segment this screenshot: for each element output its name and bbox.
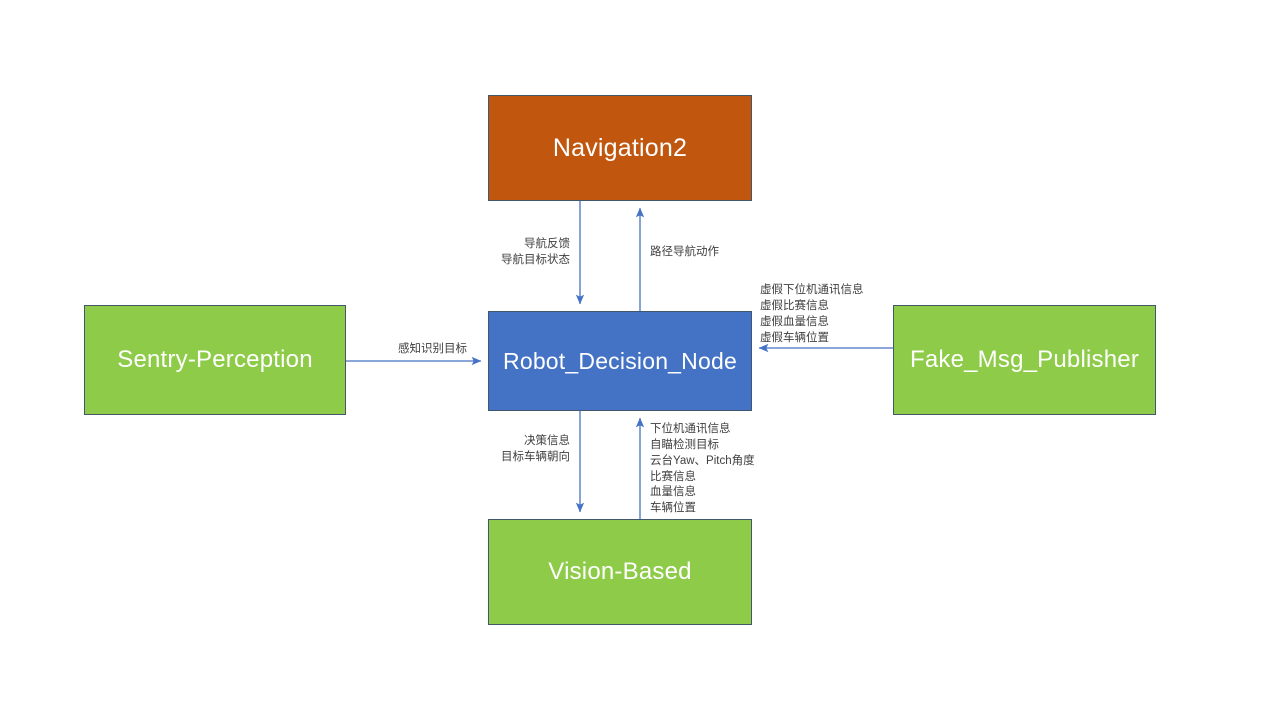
edge-label-nav-to-decision: 导航反馈 导航目标状态	[501, 238, 570, 266]
node-vision-based-label: Vision-Based	[548, 558, 692, 586]
edge-label-fake-to-decision: 虚假下位机通讯信息 虚假比赛信息 虚假血量信息 虚假车辆位置	[760, 284, 864, 344]
node-robot-decision[interactable]: Robot_Decision_Node	[488, 311, 752, 411]
node-sentry-perception-label: Sentry-Perception	[117, 346, 313, 374]
edge-label-perception-to-decision: 感知识别目标	[398, 343, 467, 355]
node-fake-msg-publisher-label: Fake_Msg_Publisher	[909, 346, 1140, 374]
edge-label-decision-to-nav: 路径导航动作	[650, 246, 719, 258]
node-navigation2[interactable]: Navigation2	[488, 95, 752, 201]
node-vision-based[interactable]: Vision-Based	[488, 519, 752, 625]
node-robot-decision-label: Robot_Decision_Node	[503, 347, 737, 374]
node-sentry-perception[interactable]: Sentry-Perception	[84, 305, 346, 415]
edge-label-vision-to-decision: 下位机通讯信息 自瞄检测目标 云台Yaw、Pitch角度 比赛信息 血量信息 车…	[650, 423, 755, 515]
node-navigation2-label: Navigation2	[552, 133, 688, 162]
node-fake-msg-publisher[interactable]: Fake_Msg_Publisher	[893, 305, 1156, 415]
edge-label-decision-to-vision: 决策信息 目标车辆朝向	[501, 435, 570, 463]
